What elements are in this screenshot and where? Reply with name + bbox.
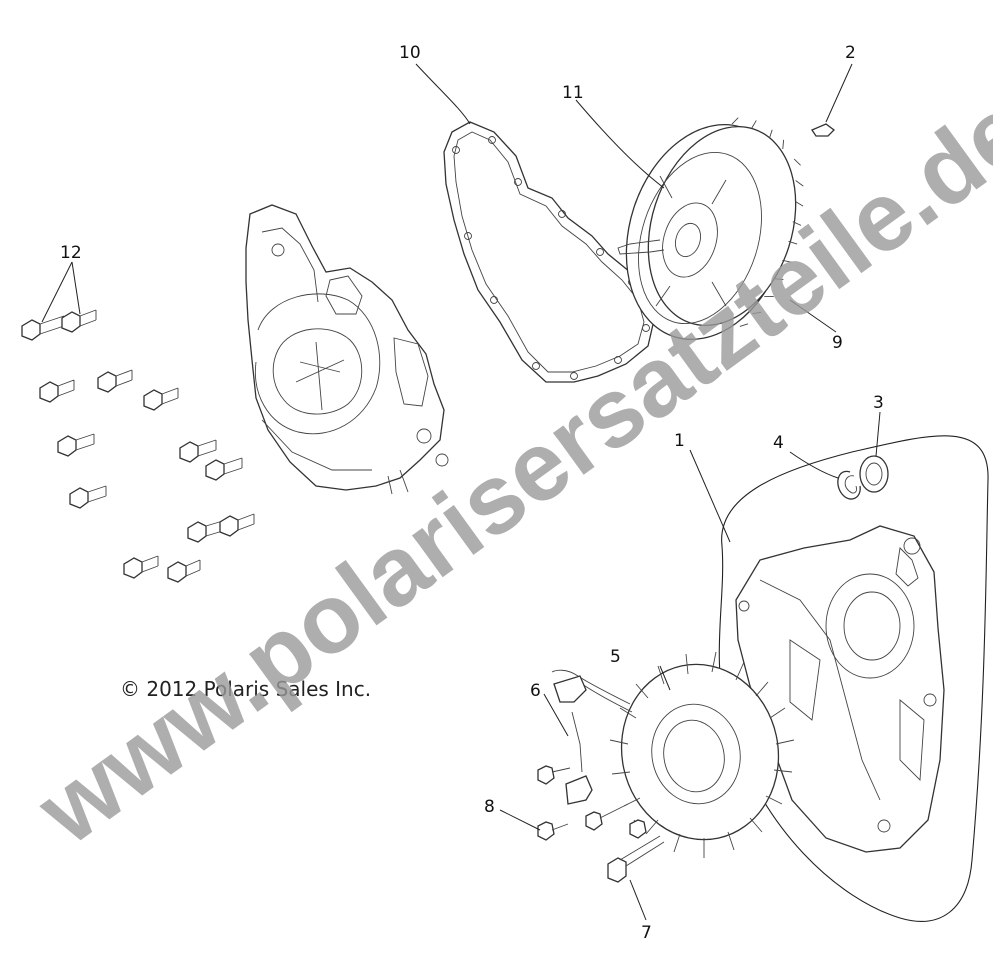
copyright-notice: © 2012 Polaris Sales Inc.	[120, 677, 371, 701]
wire-clamp-bracket	[553, 675, 593, 805]
bolt	[167, 559, 201, 583]
woodruff-key	[811, 123, 835, 137]
bolt	[39, 379, 75, 403]
leader-lines	[41, 63, 881, 921]
bolt	[57, 433, 95, 457]
callout-10: 10	[399, 43, 421, 63]
callout-5: 5	[610, 647, 621, 667]
callout-1: 1	[674, 431, 685, 451]
bolt	[123, 555, 159, 579]
bolt	[219, 513, 255, 537]
cover-gasket	[443, 121, 655, 383]
callout-6: 6	[530, 681, 541, 701]
bolt	[205, 457, 243, 481]
cover-bolts	[21, 309, 255, 583]
stator-screw	[607, 835, 665, 883]
callout-7: 7	[641, 923, 652, 943]
callout-11: 11	[562, 83, 584, 103]
retaining-ring	[837, 470, 861, 500]
callout-4: 4	[773, 433, 784, 453]
bolt	[143, 387, 179, 411]
callout-2: 2	[845, 43, 856, 63]
stator-coil	[551, 651, 795, 858]
bolt	[69, 485, 107, 509]
bolt	[61, 309, 97, 333]
callout-9: 9	[832, 333, 843, 353]
bracket-screw	[537, 765, 647, 841]
bolt	[179, 439, 217, 463]
callout-labels: 10 11 2 12 9 3 4 1 5 6 8 7	[60, 43, 884, 943]
stator-cover-case	[718, 435, 989, 922]
engine-case-housing	[245, 204, 449, 495]
oil-seal	[859, 455, 889, 493]
callout-8: 8	[484, 797, 495, 817]
bolt	[97, 369, 133, 393]
callout-3: 3	[873, 393, 884, 413]
flywheel-rotor	[617, 117, 804, 341]
callout-12: 12	[60, 243, 82, 263]
